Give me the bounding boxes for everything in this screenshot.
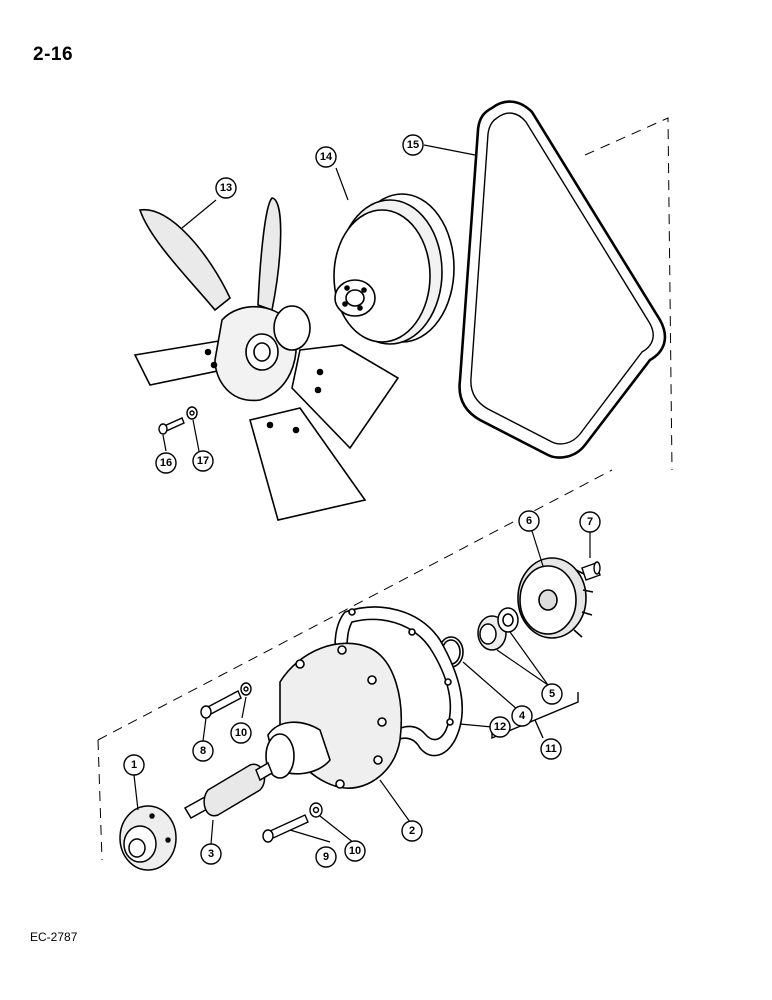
leader-lines bbox=[133, 144, 591, 845]
callout-label-6: 6 bbox=[526, 515, 532, 527]
callouts bbox=[123, 134, 601, 868]
callout-label-10a: 10 bbox=[235, 727, 247, 739]
v-belt bbox=[458, 100, 667, 459]
page-number: 2-16 bbox=[33, 44, 74, 65]
callout-circle-10a bbox=[230, 722, 252, 744]
callout-label-17: 17 bbox=[197, 455, 209, 467]
callout-label-10b: 10 bbox=[349, 845, 361, 857]
callout-circle-17 bbox=[192, 450, 214, 472]
fan-lock-washer bbox=[186, 406, 198, 420]
pulley bbox=[333, 193, 455, 345]
pump-washer-lower bbox=[309, 802, 323, 818]
callout-label-11: 11 bbox=[545, 743, 557, 755]
callout-circle-11 bbox=[540, 738, 562, 760]
callout-label-1: 1 bbox=[131, 759, 137, 771]
callout-label-4: 4 bbox=[519, 710, 526, 722]
callout-circle-14 bbox=[315, 146, 337, 168]
fan bbox=[133, 197, 400, 521]
callout-circle-7 bbox=[579, 511, 601, 533]
callout-label-8: 8 bbox=[200, 745, 206, 757]
callout-circle-12 bbox=[489, 716, 511, 738]
callout-label-7: 7 bbox=[587, 516, 593, 528]
callout-label-14: 14 bbox=[320, 151, 333, 163]
plug bbox=[581, 561, 601, 581]
shaft-bearing bbox=[183, 761, 273, 820]
callout-label-3: 3 bbox=[208, 848, 214, 860]
callout-label-16: 16 bbox=[160, 457, 172, 469]
callout-label-12: 12 bbox=[494, 721, 506, 733]
callout-circle-16 bbox=[155, 452, 177, 474]
seal-assembly bbox=[477, 607, 519, 651]
pump-washer-upper bbox=[240, 682, 252, 696]
callout-circle-13 bbox=[215, 177, 237, 199]
callout-label-5: 5 bbox=[549, 688, 555, 700]
callout-circle-4 bbox=[511, 705, 533, 727]
hub bbox=[119, 805, 177, 871]
reference-code: EC-2787 bbox=[30, 930, 78, 944]
impeller bbox=[517, 557, 594, 639]
callout-circle-5 bbox=[541, 683, 563, 705]
pump-bolt-lower bbox=[262, 814, 309, 843]
water-pump-housing bbox=[265, 642, 403, 789]
callout-circle-2 bbox=[401, 820, 423, 842]
fan-bolt bbox=[158, 417, 185, 435]
callout-circle-9 bbox=[315, 846, 337, 868]
callout-label-2: 2 bbox=[409, 825, 415, 837]
pump-bolt-upper bbox=[200, 690, 242, 719]
callout-label-15: 15 bbox=[407, 139, 419, 151]
callout-circle-3 bbox=[200, 843, 222, 865]
callout-circle-1 bbox=[123, 754, 145, 776]
callout-circle-10b bbox=[344, 840, 366, 862]
callout-label-13: 13 bbox=[220, 182, 232, 194]
callout-circle-6 bbox=[518, 510, 540, 532]
callout-label-9: 9 bbox=[323, 851, 329, 863]
callout-circle-15 bbox=[402, 134, 424, 156]
callout-circle-8 bbox=[192, 740, 214, 762]
